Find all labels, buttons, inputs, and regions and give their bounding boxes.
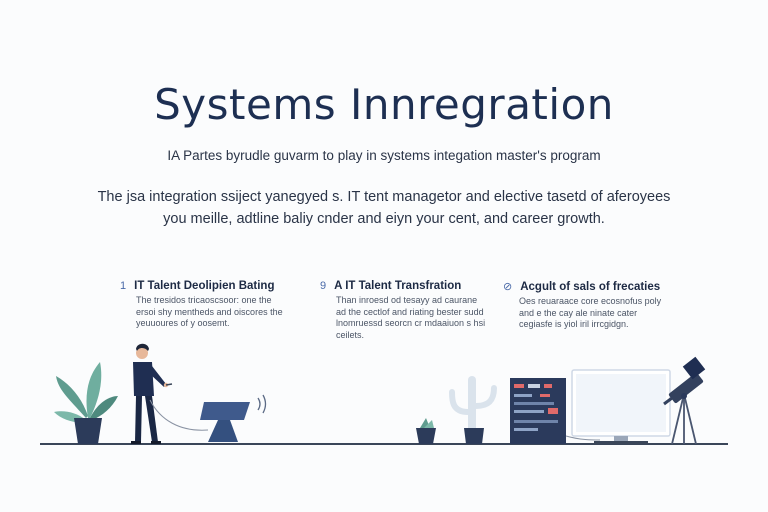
person-presenter-icon [131, 343, 209, 444]
feature-item-talent-development: 1 IT Talent Deolipien Bating The tresido… [120, 280, 310, 330]
telescope-icon [663, 356, 706, 445]
intro-paragraph: The jsa integration ssiject yanegyed s. … [97, 189, 671, 227]
illustration-scene [40, 343, 728, 445]
feature-number: 9 [320, 280, 327, 292]
feature-number: ⊘ [503, 281, 513, 293]
page-title: Systems Innregration [154, 80, 614, 129]
feature-title: IT Talent Deolipien Bating [134, 280, 275, 292]
feature-title: Acgult of sals of frecaties [520, 280, 661, 293]
small-plant-icon [416, 418, 436, 444]
feature-body: Than inroesd od tesayy ad caurane ad the… [336, 295, 486, 340]
potted-plant-icon [54, 362, 118, 444]
feature-body: The tresidos tricaoscsoor: one the ersoi… [136, 295, 283, 328]
server-rack-icon [510, 378, 601, 444]
potted-plant-icon [464, 428, 484, 444]
page-subtitle: IA Partes byrudle guvarm to play in syst… [167, 148, 601, 163]
feature-item-practices: ⊘ Acgult of sals of frecaties Oes reuara… [503, 280, 693, 331]
decorative-cactus-icon [449, 376, 497, 432]
kiosk-terminal-icon [200, 394, 267, 442]
feature-body: Oes reuaraace core ecosnofus poly and e … [519, 296, 662, 329]
feature-number: 1 [120, 280, 127, 292]
feature-item-talent-transformation: 9 A IT Talent Transfration Than inroesd … [320, 280, 510, 341]
feature-title: A IT Talent Transfration [334, 280, 462, 292]
monitor-icon [571, 369, 671, 444]
